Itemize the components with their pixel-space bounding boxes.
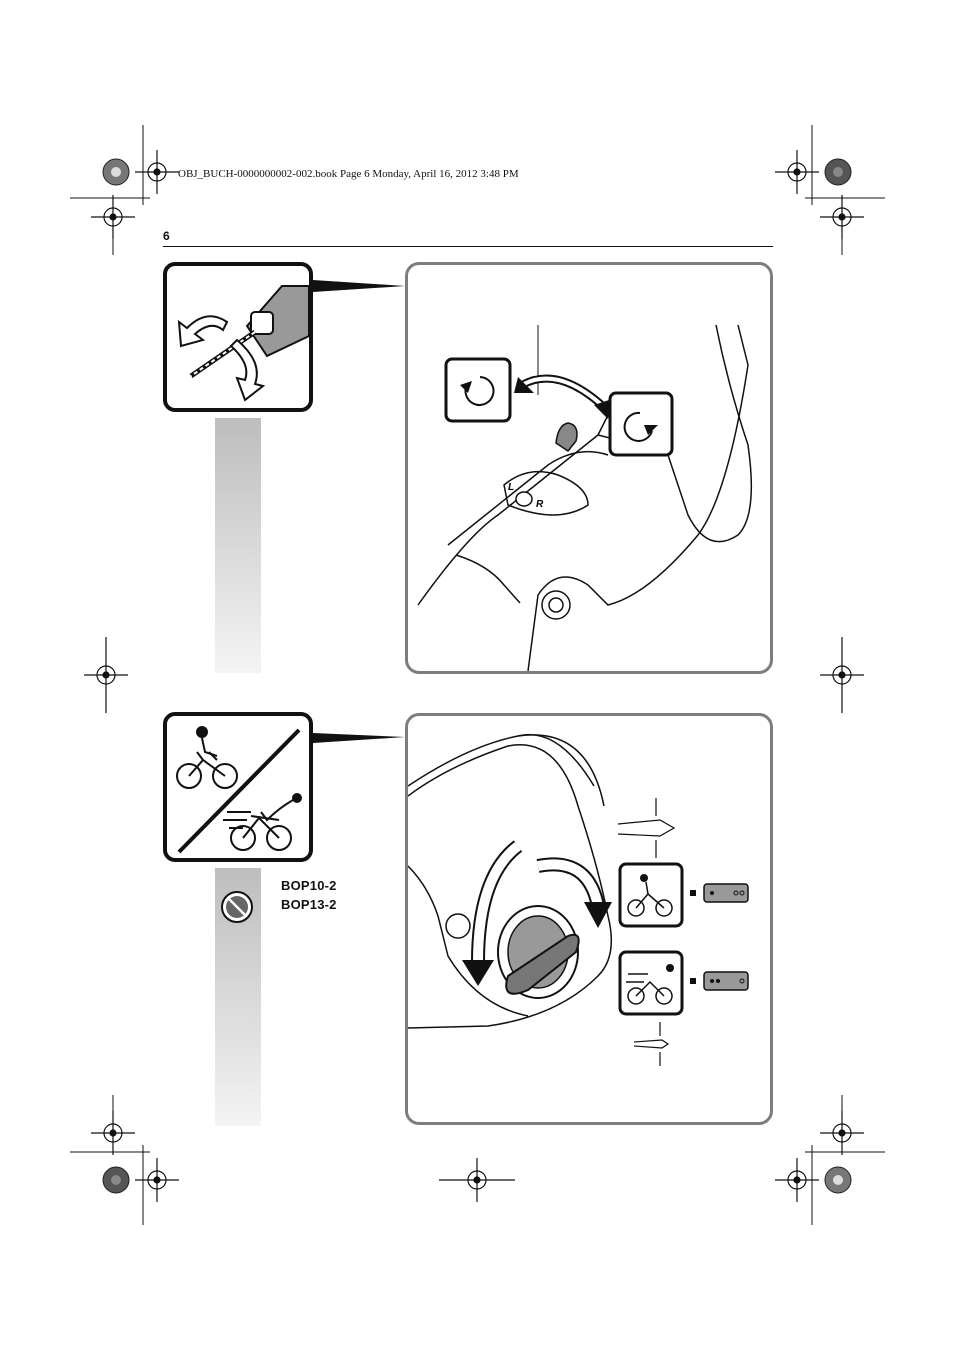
gear-switch-detail-panel: [405, 713, 773, 1125]
gear-2-bicycle-icon: [618, 950, 684, 1016]
page-number: 6: [163, 229, 170, 243]
counterclockwise-icon: [444, 357, 512, 423]
print-header-line: OBJ_BUCH-0000000002-002.book Page 6 Mond…: [178, 168, 519, 180]
drill-direction-thumbnail: [163, 262, 313, 412]
gear-2-switch-position-icon: [690, 971, 749, 991]
clockwise-icon: [608, 391, 674, 457]
drill-housing-drawing: L R: [417, 324, 753, 671]
bicycle-speed-icon: [176, 726, 302, 854]
drill-bit-large-icon: [617, 798, 676, 858]
gear-housing-drawing: [408, 733, 749, 1066]
side-bar-top: [215, 418, 261, 673]
drill-chuck-icon: [177, 285, 309, 402]
switch-detail-panel: L R: [405, 262, 773, 674]
gear-selection-thumbnail: [163, 712, 313, 862]
model-label-2: BOP13-2: [281, 897, 337, 912]
model-label-1: BOP10-2: [281, 878, 337, 893]
drill-bit-small-icon: [633, 1022, 670, 1066]
header-rule: [163, 246, 773, 247]
switch-knob: [515, 491, 533, 507]
crosshair-marks: [84, 150, 864, 1202]
gear-1-bicycle-icon: [618, 862, 684, 928]
switch-letter-r: R: [536, 499, 544, 510]
color-wheel-marks: [102, 158, 852, 1194]
switch-letter-l: L: [508, 482, 514, 493]
gear-selector-switch: [505, 933, 580, 995]
direction-selector-lever: [555, 422, 578, 453]
gear-1-switch-position-icon: [690, 883, 749, 903]
